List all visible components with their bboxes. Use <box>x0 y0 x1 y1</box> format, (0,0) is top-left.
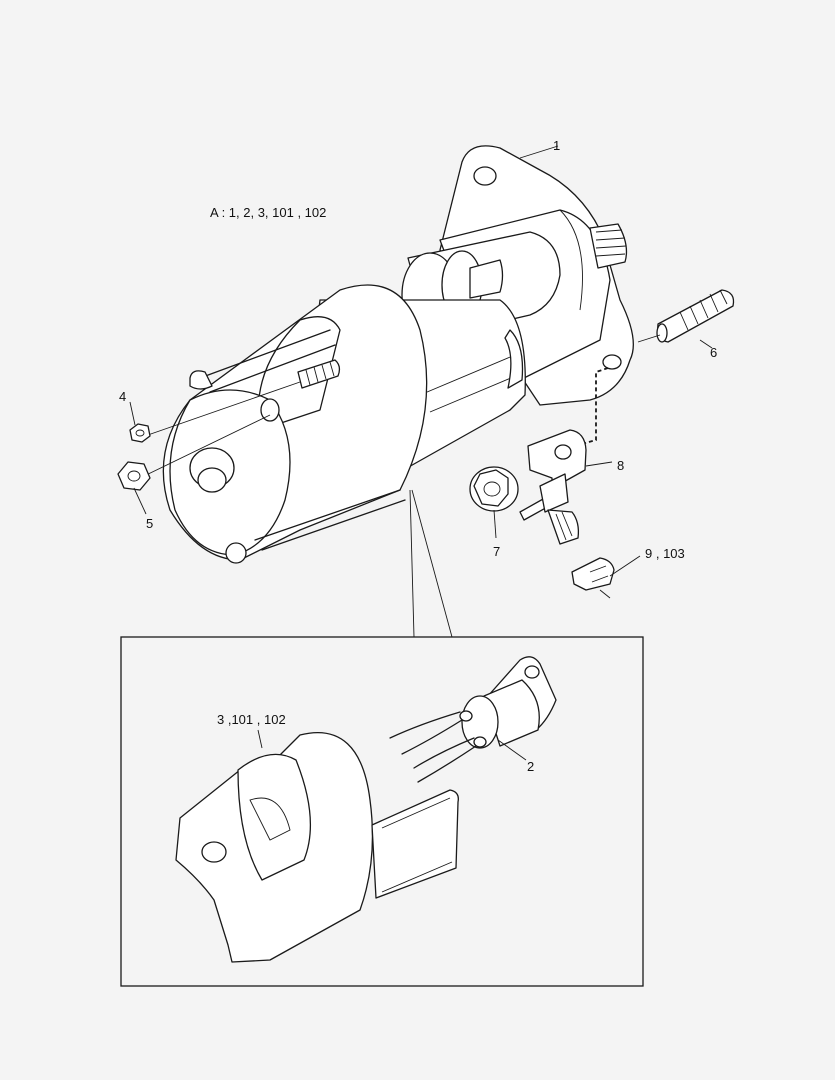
callout-4: 4 <box>119 389 126 404</box>
callout-8: 8 <box>617 458 624 473</box>
threaded-stud <box>637 289 735 343</box>
nut-small <box>129 423 151 443</box>
solenoid-detail <box>389 656 557 783</box>
callout-2: 2 <box>527 759 534 774</box>
end-cover-detail <box>175 731 459 963</box>
assembly-note: A : 1, 2, 3, 101 , 102 <box>210 205 326 220</box>
callout-5: 5 <box>146 516 153 531</box>
nut-large <box>117 461 151 491</box>
callout-3-101-102: 3 ,101 , 102 <box>217 712 286 727</box>
mounting-bracket <box>519 429 587 545</box>
callout-9-103: 9 , 103 <box>645 546 685 561</box>
alignment-dashed-line <box>581 367 609 445</box>
detail-leader <box>409 489 453 638</box>
starter-motor-assembly <box>139 145 634 564</box>
callout-1: 1 <box>553 138 560 153</box>
flange-nut <box>469 466 519 512</box>
callout-6: 6 <box>710 345 717 360</box>
clip-nut <box>571 557 615 599</box>
detail-inset-frame <box>120 636 644 987</box>
callout-7: 7 <box>493 544 500 559</box>
